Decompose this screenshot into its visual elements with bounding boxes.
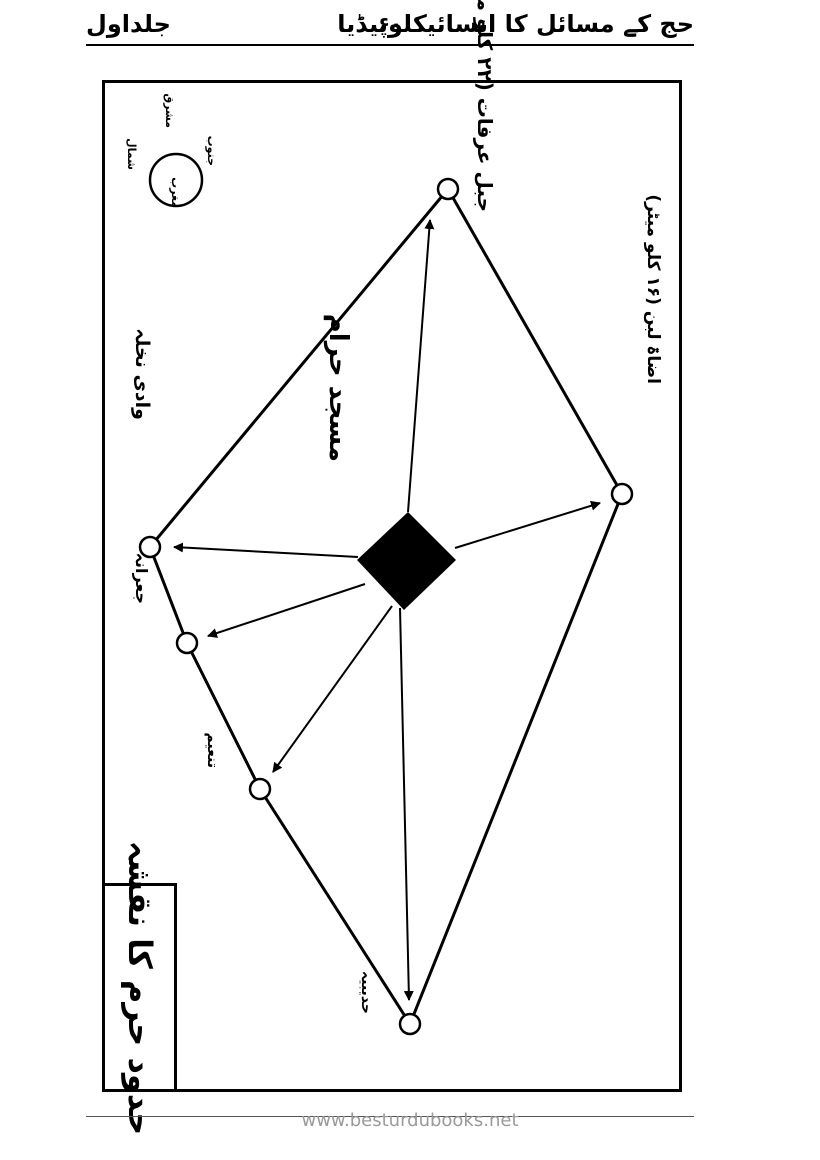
label-hudaybiyah: حدیبیہ [358, 971, 374, 1014]
compass-east: مشرق [163, 93, 176, 128]
arrow-to-tanim [272, 605, 393, 773]
node-jirana [175, 631, 199, 655]
header-rule [86, 44, 694, 46]
title-box: حدود حرم کا نقشہ [105, 840, 177, 1135]
kaaba-icon [357, 512, 456, 610]
node-hudaybiyah [398, 1012, 422, 1036]
footer-url[interactable]: www.besturdubooks.net [301, 1110, 519, 1131]
arrow-to-arafat [407, 219, 435, 513]
label-adat: اضاۃ لبن (۱۶ کلو میٹر) [643, 194, 663, 384]
node-nakhla [138, 535, 162, 559]
arrow-to-adat [454, 500, 601, 549]
label-tanim: تنعیم [204, 732, 220, 768]
volume-label: جلداول [86, 10, 171, 38]
compass-south: جنوب [205, 136, 218, 166]
compass-west: مغرب [169, 177, 182, 208]
map-frame: حدود حرم کا نقشہ [102, 80, 682, 1135]
node-tanim [248, 777, 272, 801]
compass: مشرق جنوب شمال مغرب [125, 93, 218, 208]
label-nakhla: وادی نخلہ [131, 328, 153, 420]
diagram-title: حدود حرم کا نقشہ [120, 840, 159, 1135]
page-number: ۶۰ [377, 12, 403, 36]
arrow-to-jirana [207, 583, 366, 638]
book-title: حج کے مسائل کا انسائیکلوپیڈیا [337, 10, 694, 38]
footer-rule [86, 1116, 694, 1117]
compass-north: شمال [125, 138, 138, 170]
page-header: حج کے مسائل کا انسائیکلوپیڈیا ۶۰ جلداول [86, 6, 694, 42]
node-adat [610, 482, 634, 506]
arrow-to-hudaybiyah [399, 607, 414, 1001]
distance-arrows [173, 219, 601, 1001]
label-masjid-haram: مسجد حرام [323, 314, 353, 462]
arrow-to-nakhla [173, 542, 359, 558]
node-arafat [436, 177, 460, 201]
label-arafat: جبل عرفات (۲۲ کلو میٹر) [473, 0, 497, 212]
label-jirana: جعرانہ [132, 553, 151, 604]
compass-circle [148, 152, 204, 208]
